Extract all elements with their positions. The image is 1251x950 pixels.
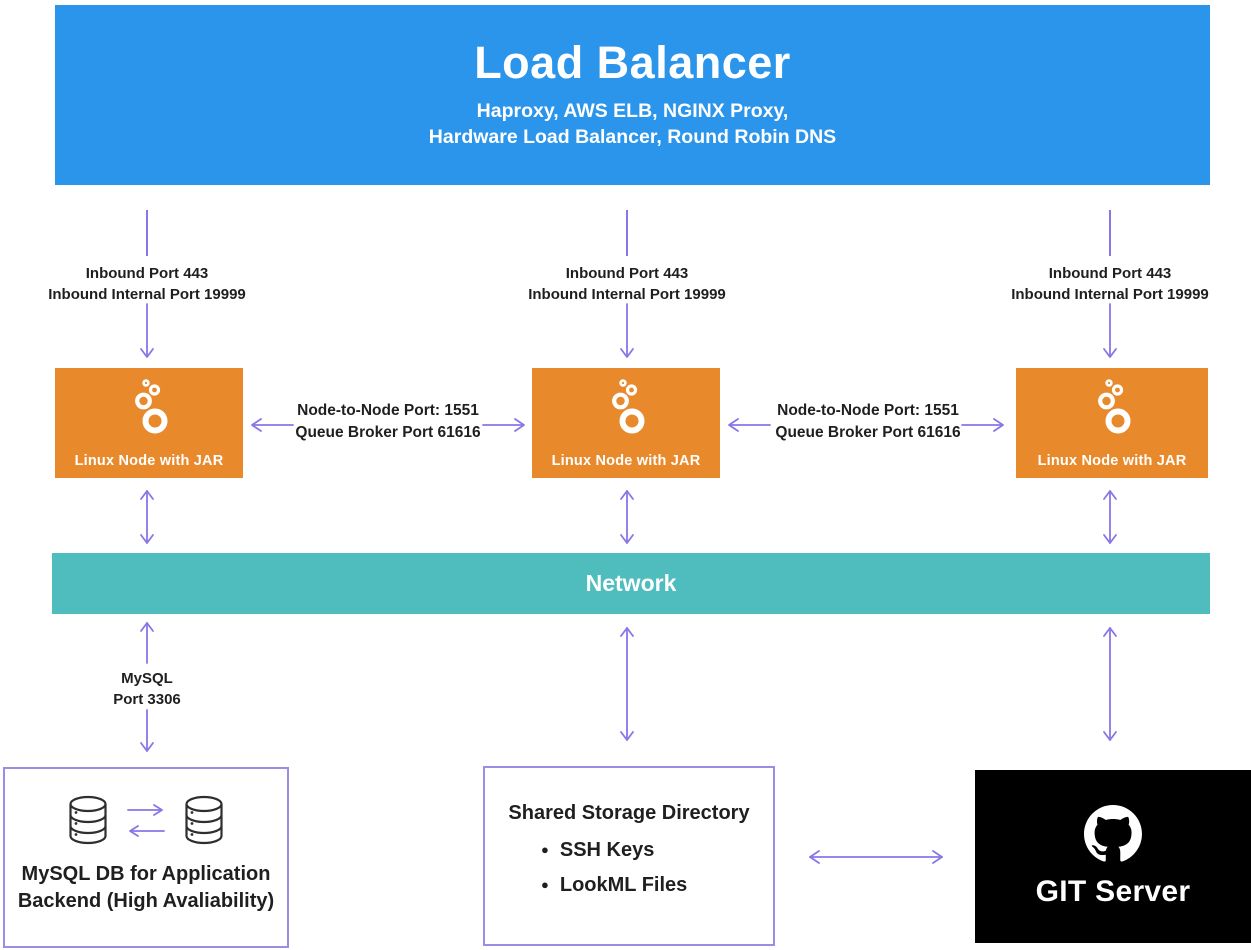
looker-icon bbox=[135, 379, 168, 434]
arrow-up-down-icon bbox=[1103, 490, 1117, 544]
arrow-down-icon bbox=[1103, 303, 1117, 358]
github-icon bbox=[1084, 804, 1142, 862]
load-balancer-subtitle-line2: Hardware Load Balancer, Round Robin DNS bbox=[428, 126, 837, 149]
mysql-db-box: MySQL DB for Application Backend (High A… bbox=[3, 767, 289, 948]
node-link-label-2: Node-to-Node Port: 1551 Queue Broker Por… bbox=[775, 400, 960, 443]
network-label: Network bbox=[585, 570, 677, 596]
inbound-internal-port-text: Inbound Internal Port 19999 bbox=[528, 286, 726, 303]
git-server-label: GIT Server bbox=[1035, 874, 1191, 908]
arrow-down-icon bbox=[140, 303, 154, 358]
database-icon bbox=[185, 795, 223, 845]
node-to-node-port-text: Node-to-Node Port: 1551 bbox=[777, 402, 959, 419]
inbound-ports-label-2: Inbound Port 443 Inbound Internal Port 1… bbox=[528, 263, 726, 305]
arrow-up-down-icon bbox=[140, 490, 154, 544]
inbound-port-443-text: Inbound Port 443 bbox=[85, 265, 209, 282]
shared-storage-list: SSH Keys LookML Files bbox=[485, 839, 773, 897]
storage-item-ssh-keys: SSH Keys bbox=[541, 839, 773, 862]
linux-node-label: Linux Node with JAR bbox=[74, 453, 224, 469]
inbound-internal-port-text: Inbound Internal Port 19999 bbox=[48, 286, 246, 303]
network-bar: Network bbox=[52, 553, 1210, 614]
arrow-up-down-icon bbox=[1103, 627, 1117, 741]
storage-item-lookml-files: LookML Files bbox=[541, 874, 773, 897]
mysql-db-caption: MySQL DB for Application Backend (High A… bbox=[5, 861, 287, 915]
linux-node-label: Linux Node with JAR bbox=[1037, 453, 1187, 469]
linux-node-box-2: Linux Node with JAR bbox=[532, 368, 720, 478]
arrow-down-icon bbox=[620, 303, 634, 358]
arrow-left-icon bbox=[728, 418, 771, 432]
mysql-db-caption-line2: Backend (High Avaliability) bbox=[17, 890, 275, 912]
load-balancer-title: Load Balancer bbox=[474, 37, 791, 88]
mysql-text: MySQL bbox=[121, 670, 173, 687]
arrow-left-right-icon bbox=[809, 850, 943, 864]
linux-node-box-3: Linux Node with JAR bbox=[1016, 368, 1208, 478]
shared-storage-box: Shared Storage Directory SSH Keys LookML… bbox=[483, 766, 775, 946]
database-icon bbox=[69, 795, 107, 845]
looker-icon bbox=[1098, 379, 1131, 434]
inbound-ports-label-3: Inbound Port 443 Inbound Internal Port 1… bbox=[1011, 263, 1209, 305]
inbound-internal-port-text: Inbound Internal Port 19999 bbox=[1011, 286, 1209, 303]
arrow-right-icon bbox=[127, 803, 163, 816]
sync-arrows bbox=[126, 803, 166, 837]
arrow-right-icon bbox=[961, 418, 1004, 432]
arrow-up-down-icon bbox=[620, 490, 634, 544]
database-replication-graphic bbox=[5, 769, 287, 845]
mysql-port-3306-text: Port 3306 bbox=[113, 691, 181, 708]
node-link-label-1: Node-to-Node Port: 1551 Queue Broker Por… bbox=[295, 400, 480, 443]
load-balancer-subtitle: Haproxy, AWS ELB, NGINX Proxy, Hardware … bbox=[55, 98, 1210, 151]
queue-broker-port-text: Queue Broker Port 61616 bbox=[295, 423, 481, 441]
mysql-db-caption-line1: MySQL DB for Application bbox=[21, 863, 271, 885]
linux-node-label: Linux Node with JAR bbox=[551, 453, 701, 469]
shared-storage-title: Shared Storage Directory bbox=[508, 802, 750, 824]
arrow-left-icon bbox=[129, 824, 165, 837]
inbound-port-443-text: Inbound Port 443 bbox=[1048, 265, 1172, 282]
looker-icon bbox=[612, 379, 645, 434]
connector-line bbox=[1109, 210, 1111, 256]
arrow-up-icon bbox=[140, 622, 154, 664]
node-to-node-port-text: Node-to-Node Port: 1551 bbox=[297, 402, 479, 419]
arrow-up-down-icon bbox=[620, 627, 634, 741]
inbound-ports-label-1: Inbound Port 443 Inbound Internal Port 1… bbox=[48, 263, 246, 305]
load-balancer-subtitle-line1: Haproxy, AWS ELB, NGINX Proxy, bbox=[476, 100, 789, 122]
mysql-port-label: MySQL Port 3306 bbox=[113, 668, 181, 710]
arrow-down-icon bbox=[140, 709, 154, 752]
load-balancer-box: Load Balancer Haproxy, AWS ELB, NGINX Pr… bbox=[55, 5, 1210, 185]
connector-line bbox=[146, 210, 148, 256]
queue-broker-port-text: Queue Broker Port 61616 bbox=[775, 423, 961, 441]
arrow-left-icon bbox=[251, 418, 294, 432]
linux-node-box-1: Linux Node with JAR bbox=[55, 368, 243, 478]
inbound-port-443-text: Inbound Port 443 bbox=[565, 265, 689, 282]
arrow-right-icon bbox=[482, 418, 525, 432]
connector-line bbox=[626, 210, 628, 256]
git-server-box: GIT Server bbox=[975, 770, 1251, 943]
